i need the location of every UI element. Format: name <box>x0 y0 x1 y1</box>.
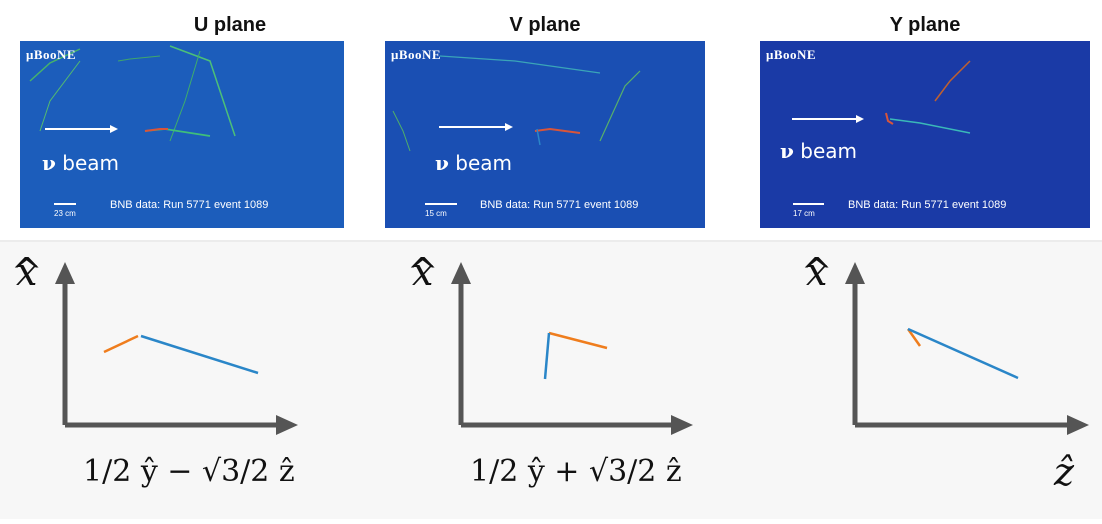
y-plane-event-display: μBooNE ν beam BNB data: Run 5771 event 1… <box>760 41 1090 228</box>
v-orange-track <box>549 333 607 348</box>
u-plane-axes <box>55 262 298 435</box>
microboone-logo: μBooNE <box>391 47 441 63</box>
u-x-axis-label: x <box>16 250 37 294</box>
run-info: BNB data: Run 5771 event 1089 <box>848 199 1006 211</box>
run-info: BNB data: Run 5771 event 1089 <box>110 199 268 211</box>
v-blue-track <box>545 333 549 379</box>
nu-beam-label: ν beam <box>780 139 857 163</box>
v-x-axis-label: x <box>412 250 433 294</box>
v-plane-axes <box>451 262 693 435</box>
u-plane-event-display: μBooNE ν beam BNB data: Run 5771 event 1… <box>20 41 344 228</box>
y-x-axis-label: x <box>806 250 827 294</box>
nu-beam-label: ν beam <box>42 151 119 175</box>
u-plane-title: U plane <box>20 14 440 37</box>
scale-label: 23 cm <box>54 209 76 218</box>
scale-label: 17 cm <box>793 209 815 218</box>
u-blue-track <box>141 336 258 373</box>
nu-beam-label: ν beam <box>435 151 512 175</box>
y-horizontal-axis-formula: ẑ <box>1054 450 1074 494</box>
u-orange-track <box>104 336 138 352</box>
y-blue-track <box>908 329 1018 378</box>
y-plane-title: Y plane <box>760 14 1090 37</box>
v-plane-event-display: μBooNE ν beam BNB data: Run 5771 event 1… <box>385 41 705 228</box>
projection-schematics: x x x 1/2 ŷ − √3/2 ẑ 1/2 ŷ + √3/2 ẑ ẑ <box>0 242 1102 519</box>
u-horizontal-axis-formula: 1/2 ŷ − √3/2 ẑ <box>83 454 295 489</box>
microboone-logo: μBooNE <box>26 47 76 63</box>
y-plane-axes <box>845 262 1089 435</box>
run-info: BNB data: Run 5771 event 1089 <box>480 199 638 211</box>
v-plane-title: V plane <box>385 14 705 37</box>
scale-label: 15 cm <box>425 209 447 218</box>
microboone-logo: μBooNE <box>766 47 816 63</box>
v-horizontal-axis-formula: 1/2 ŷ + √3/2 ẑ <box>470 454 682 489</box>
